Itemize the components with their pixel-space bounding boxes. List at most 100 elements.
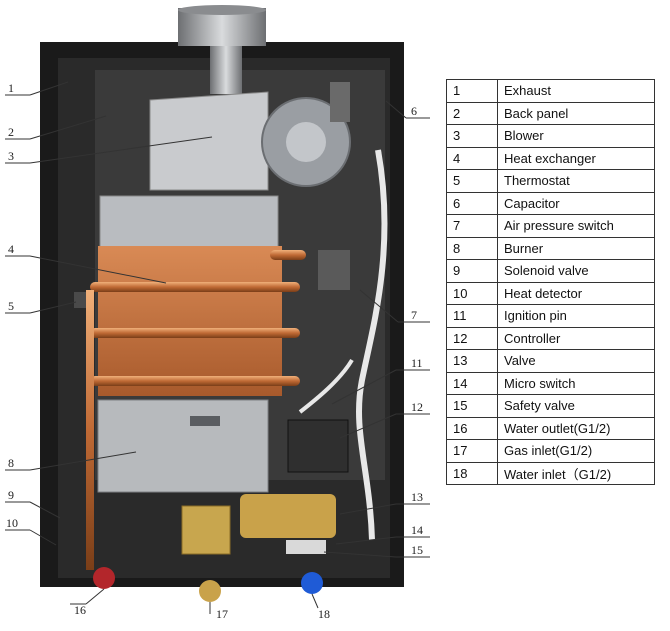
heat-exchanger-cover xyxy=(99,195,279,249)
callout-4: 4 xyxy=(5,242,167,284)
legend-number: 3 xyxy=(446,124,498,148)
callout-13: 13 xyxy=(339,490,430,515)
callout-13-label: 13 xyxy=(411,490,423,504)
burner-vent xyxy=(190,416,220,426)
callout-2: 2 xyxy=(5,115,107,140)
legend-part-name: Ignition pin xyxy=(497,304,655,328)
gas-valve xyxy=(240,494,336,538)
callout-8-label: 8 xyxy=(8,456,14,470)
callout-11: 11 xyxy=(331,356,430,405)
exchanger-tube-1 xyxy=(90,282,300,292)
solenoid-valve xyxy=(181,505,231,555)
callout-7-label: 7 xyxy=(411,308,417,322)
callout-6: 6 xyxy=(385,100,430,119)
gas-inlet-fitting xyxy=(199,580,221,602)
callout-16: 16 xyxy=(70,588,105,617)
callout-16-label: 16 xyxy=(74,603,86,617)
legend-part-name: Air pressure switch xyxy=(497,214,655,238)
callout-9-label: 9 xyxy=(8,488,14,502)
burner xyxy=(97,399,269,493)
legend-part-name: Capacitor xyxy=(497,191,655,215)
callout-15-label: 15 xyxy=(411,543,423,557)
legend-number: 2 xyxy=(446,101,498,125)
legend-part-name: Solenoid valve xyxy=(497,259,655,283)
legend-number: 5 xyxy=(446,169,498,193)
callout-5: 5 xyxy=(5,299,77,314)
exchanger-tube-4 xyxy=(270,250,306,260)
callout-14-label: 14 xyxy=(411,523,423,537)
callout-18-label: 18 xyxy=(318,607,330,621)
legend-number: 4 xyxy=(446,146,498,170)
callout-3: 3 xyxy=(5,136,213,164)
exchanger-tube-3 xyxy=(90,376,300,386)
legend-part-name: Thermostat xyxy=(497,169,655,193)
callout-10: 10 xyxy=(5,516,57,546)
legend-part-name: Heat exchanger xyxy=(497,146,655,170)
legend-part-name: Burner xyxy=(497,236,655,260)
callout-1-label: 1 xyxy=(8,81,14,95)
callout-17: 17 xyxy=(209,602,228,621)
callout-1: 1 xyxy=(5,81,69,96)
callout-14: 14 xyxy=(335,523,430,545)
callout-2-label: 2 xyxy=(8,125,14,139)
legend-number: 16 xyxy=(446,416,498,440)
legend-number: 11 xyxy=(446,304,498,328)
callout-15: 15 xyxy=(323,543,430,558)
legend-number: 18 xyxy=(446,461,498,485)
callout-3-label: 3 xyxy=(8,149,14,163)
safety-valve xyxy=(286,540,326,554)
callout-7: 7 xyxy=(359,289,430,323)
callout-12: 12 xyxy=(339,400,430,439)
legend-part-name: Water inlet（G1/2) xyxy=(497,461,655,485)
exhaust-neck xyxy=(210,46,242,94)
legend-number: 6 xyxy=(446,191,498,215)
legend-number: 17 xyxy=(446,439,498,463)
legend-part-name: Gas inlet(G1/2) xyxy=(497,439,655,463)
air-pressure-switch xyxy=(318,250,350,290)
legend-part-name: Safety valve xyxy=(497,394,655,418)
legend-part-name: Back panel xyxy=(497,101,655,125)
callout-12-label: 12 xyxy=(411,400,423,414)
callout-11-label: 11 xyxy=(411,356,423,370)
legend-number: 9 xyxy=(446,259,498,283)
callout-10-label: 10 xyxy=(6,516,18,530)
thermostat xyxy=(74,292,88,308)
wire-bundle-2 xyxy=(298,358,354,414)
legend-part-name: Blower xyxy=(497,124,655,148)
heat-exchanger xyxy=(98,246,282,396)
callout-5-label: 5 xyxy=(8,299,14,313)
legend-number: 10 xyxy=(446,281,498,305)
blower-housing xyxy=(149,91,269,191)
blower-motor-hub xyxy=(286,122,326,162)
legend-part-name: Exhaust xyxy=(497,79,655,103)
legend-number: 12 xyxy=(446,326,498,350)
legend-part-name: Heat detector xyxy=(497,281,655,305)
outlet-pipe xyxy=(86,290,94,570)
callout-9: 9 xyxy=(5,488,61,519)
capacitor xyxy=(330,82,350,122)
water-outlet-fitting xyxy=(93,567,115,589)
callout-17-label: 17 xyxy=(216,607,228,621)
controller xyxy=(287,419,349,473)
legend-number: 1 xyxy=(446,79,498,103)
legend-part-name: Water outlet(G1/2) xyxy=(497,416,655,440)
